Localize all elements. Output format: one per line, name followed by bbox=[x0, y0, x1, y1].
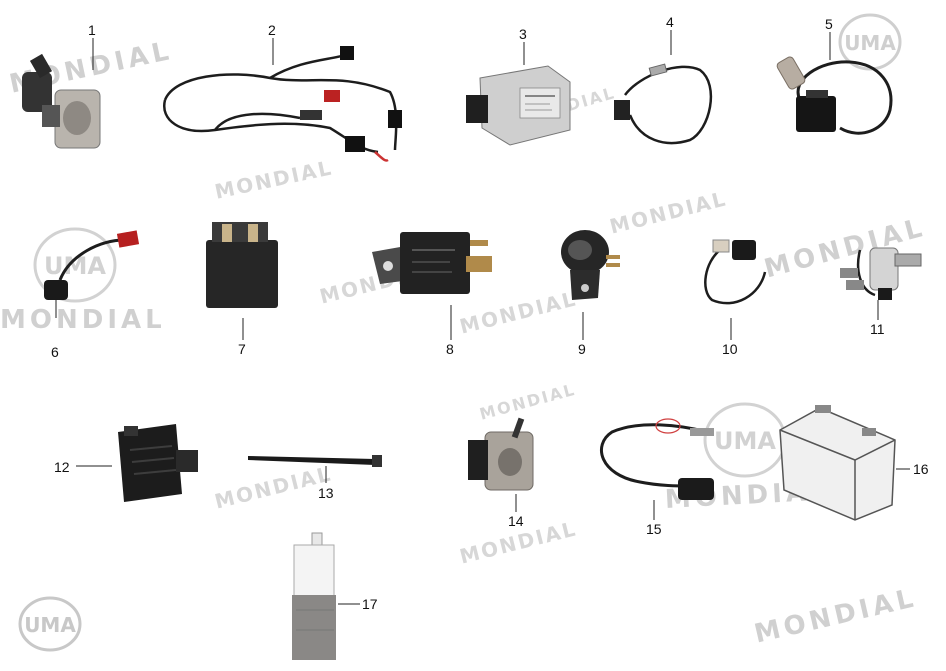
part-1-throttle-body[interactable] bbox=[22, 53, 101, 149]
part-number-1: 1 bbox=[88, 22, 96, 38]
part-number-16: 16 bbox=[913, 461, 929, 477]
uma-logo-text: UMA bbox=[844, 31, 896, 55]
uma-logo-watermark: UMA bbox=[30, 225, 120, 305]
part-12-cdi-unit[interactable] bbox=[118, 424, 198, 502]
part-13-cable-tie[interactable] bbox=[248, 455, 382, 467]
part-number-5: 5 bbox=[825, 16, 833, 32]
part-6-sensor[interactable] bbox=[44, 230, 140, 300]
part-16-battery[interactable] bbox=[779, 405, 896, 521]
uma-logo-watermark: UMA bbox=[700, 400, 790, 480]
part-number-12: 12 bbox=[54, 459, 70, 475]
part-number-4: 4 bbox=[666, 14, 674, 30]
part-2-wiring-harness[interactable] bbox=[163, 46, 402, 162]
part-4-oxygen-sensor[interactable] bbox=[614, 63, 713, 145]
part-10-sensor[interactable] bbox=[704, 239, 767, 305]
part-number-8: 8 bbox=[446, 341, 454, 357]
part-number-2: 2 bbox=[268, 22, 276, 38]
part-number-13: 13 bbox=[318, 485, 334, 501]
uma-logo-watermark: UMA bbox=[835, 12, 905, 72]
uma-logo-text: UMA bbox=[714, 427, 776, 455]
part-number-11: 11 bbox=[870, 321, 885, 337]
part-number-15: 15 bbox=[646, 521, 662, 537]
part-8-flasher-relay[interactable] bbox=[372, 232, 492, 294]
part-15-speed-sensor[interactable] bbox=[600, 418, 714, 500]
uma-logo-text: UMA bbox=[44, 252, 106, 280]
part-9-horn[interactable] bbox=[561, 230, 620, 300]
part-number-9: 9 bbox=[578, 341, 586, 357]
leader-lines bbox=[55, 30, 910, 605]
part-3-ecu[interactable] bbox=[466, 65, 571, 146]
part-number-10: 10 bbox=[722, 341, 738, 357]
part-number-3: 3 bbox=[519, 26, 527, 42]
part-number-14: 14 bbox=[508, 513, 524, 529]
uma-logo-text: UMA bbox=[24, 613, 76, 637]
watermark-mondial: MONDIAL bbox=[0, 305, 166, 335]
part-14-throttle-sensor[interactable] bbox=[468, 417, 534, 491]
part-11-ignition-switch[interactable] bbox=[840, 247, 922, 300]
part-number-7: 7 bbox=[238, 341, 246, 357]
uma-logo-watermark: UMA bbox=[15, 595, 85, 653]
part-number-17: 17 bbox=[362, 596, 378, 612]
part-number-6: 6 bbox=[51, 344, 59, 360]
part-5-ignition-coil[interactable] bbox=[776, 56, 893, 135]
part-7-relay[interactable] bbox=[206, 222, 278, 308]
part-17-relay-block[interactable] bbox=[292, 532, 336, 660]
